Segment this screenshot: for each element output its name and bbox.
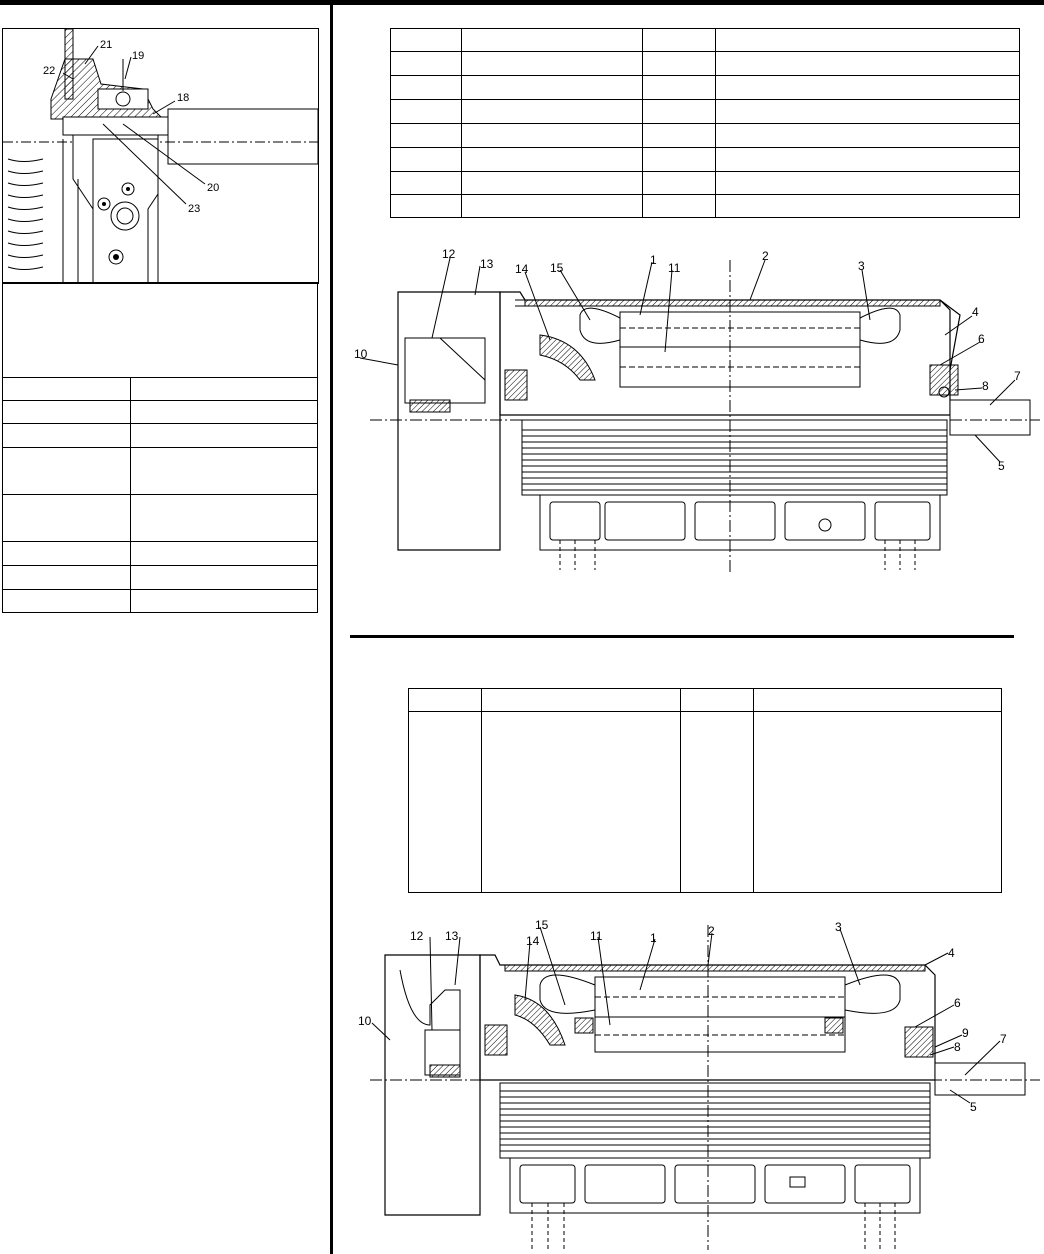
bottom-label-15: 15 bbox=[535, 918, 549, 932]
detail-label-22: 22 bbox=[43, 65, 55, 77]
bottom-label-2: 2 bbox=[708, 924, 715, 938]
top-label-10: 10 bbox=[354, 347, 368, 361]
bottom-label-10: 10 bbox=[358, 1014, 372, 1028]
table-row bbox=[390, 194, 1020, 218]
table-row bbox=[2, 447, 318, 495]
table-row bbox=[2, 400, 318, 424]
top-label-12: 12 bbox=[442, 247, 456, 261]
bottom-label-4: 4 bbox=[948, 946, 955, 960]
top-label-14: 14 bbox=[515, 262, 529, 276]
table-row bbox=[2, 377, 318, 401]
bottom-label-5: 5 bbox=[970, 1100, 977, 1114]
top-label-11: 11 bbox=[668, 261, 681, 275]
top-label-8: 8 bbox=[982, 379, 989, 393]
table-row bbox=[390, 123, 1020, 148]
table-row bbox=[390, 28, 1020, 52]
bottom-label-14: 14 bbox=[526, 934, 540, 948]
top-label-3: 3 bbox=[858, 259, 865, 273]
bottom-label-7: 7 bbox=[1000, 1032, 1007, 1046]
top-parts-table bbox=[390, 28, 1020, 218]
detail-label-21: 21 bbox=[100, 39, 112, 51]
table-row bbox=[2, 423, 318, 448]
top-label-5: 5 bbox=[998, 459, 1005, 473]
detail-label-18: 18 bbox=[177, 92, 189, 104]
table-row bbox=[390, 75, 1020, 100]
bottom-label-1: 1 bbox=[650, 931, 657, 945]
detail-label-20: 20 bbox=[207, 182, 219, 194]
bottom-label-8: 8 bbox=[954, 1040, 961, 1054]
section-divider bbox=[350, 635, 1014, 638]
top-rule bbox=[0, 0, 1044, 5]
bottom-label-9: 9 bbox=[962, 1026, 969, 1040]
top-label-2: 2 bbox=[762, 249, 769, 263]
top-label-7: 7 bbox=[1014, 369, 1021, 383]
motor-cross-section-bottom: 15 12 13 14 11 1 2 3 4 6 9 8 7 10 5 bbox=[358, 918, 1040, 1250]
top-label-13: 13 bbox=[480, 257, 494, 271]
bearing-detail-figure: 21 19 22 18 20 23 bbox=[2, 28, 319, 284]
bottom-label-3: 3 bbox=[835, 920, 842, 934]
left-parts-table bbox=[2, 282, 318, 613]
top-label-15: 15 bbox=[550, 261, 564, 275]
top-label-6: 6 bbox=[978, 332, 985, 346]
bottom-label-13: 13 bbox=[445, 929, 459, 943]
detail-label-19: 19 bbox=[132, 50, 144, 62]
detail-label-23: 23 bbox=[188, 203, 200, 215]
bottom-label-12: 12 bbox=[410, 929, 424, 943]
table-row bbox=[2, 565, 318, 590]
table-row bbox=[390, 147, 1020, 172]
table-row bbox=[2, 282, 318, 378]
bearing-detail-drawing: 21 19 22 18 20 23 bbox=[3, 29, 318, 283]
table-row bbox=[390, 171, 1020, 195]
bottom-label-11: 11 bbox=[590, 929, 603, 943]
table-row bbox=[2, 494, 318, 542]
bottom-label-6: 6 bbox=[954, 996, 961, 1010]
table-row bbox=[390, 51, 1020, 76]
top-label-4: 4 bbox=[972, 305, 979, 319]
table-row bbox=[2, 541, 318, 566]
table-row bbox=[408, 688, 1002, 712]
motor-cross-section-top: 12 13 14 15 1 11 2 3 4 6 10 8 7 5 bbox=[354, 247, 1040, 575]
column-divider bbox=[330, 5, 333, 1254]
top-label-1: 1 bbox=[650, 253, 657, 267]
table-row bbox=[2, 589, 318, 613]
bottom-parts-table bbox=[408, 688, 1002, 893]
table-row bbox=[408, 711, 1002, 893]
table-row bbox=[390, 99, 1020, 124]
